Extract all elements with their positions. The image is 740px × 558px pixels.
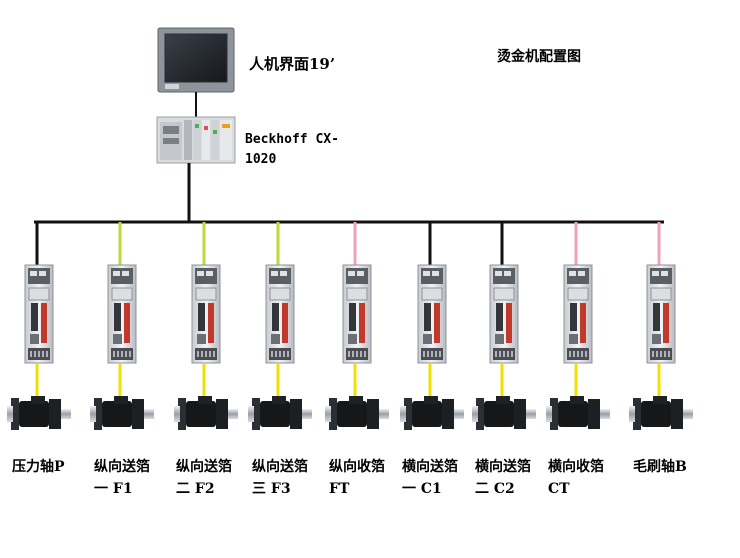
servo-motor: [90, 396, 154, 430]
axis-4: [248, 222, 312, 430]
axis-label: 横向送箔二 C2: [475, 458, 531, 498]
axis-label-line1: 纵向送箔: [94, 459, 150, 475]
axis-1: [7, 222, 71, 430]
servo-motor: [546, 396, 610, 430]
servo-motor: [174, 396, 238, 430]
axis-label-line1: 纵向送箔: [252, 459, 308, 475]
axis-label: 纵向送箔三 F3: [252, 458, 308, 498]
controller-label-line1: Beckhoff CX-: [245, 132, 339, 147]
axis-label-line1: 纵向送箔: [176, 459, 232, 475]
axis-label-line1: 横向送箔: [402, 459, 458, 475]
axis-9: [629, 222, 693, 430]
servo-motor: [7, 396, 71, 430]
axis-label: 横向收箔 CT: [548, 458, 604, 498]
axis-label-line1: 毛刷轴B: [633, 459, 687, 475]
axis-label-line2: 一 C1: [402, 481, 442, 497]
axis-label-line1: 横向收箔: [548, 459, 604, 475]
servo-drive: [265, 264, 295, 364]
servo-drive: [107, 264, 137, 364]
axis-label-line2: 三 F3: [252, 481, 291, 497]
servo-drive: [24, 264, 54, 364]
controller-device: [156, 116, 236, 164]
servo-drive: [563, 264, 593, 364]
servo-motor: [400, 396, 464, 430]
axis-label-line1: 横向送箔: [475, 459, 531, 475]
diagram-title: 烫金机配置图: [497, 49, 581, 65]
axis-2: [90, 222, 154, 430]
servo-drive: [191, 264, 221, 364]
hmi-panel: [157, 27, 235, 93]
servo-drive: [417, 264, 447, 364]
controller-label: Beckhoff CX- 1020: [245, 130, 339, 170]
servo-drive: [489, 264, 519, 364]
servo-drive: [646, 264, 676, 364]
axis-5: [325, 222, 389, 430]
servo-drive: [342, 264, 372, 364]
servo-motor: [472, 396, 536, 430]
axis-label: 纵向收箔 FT: [329, 458, 385, 498]
axis-label: 压力轴P: [12, 458, 65, 480]
axis-label-line2: CT: [548, 481, 570, 497]
axis-label-line2: 二 C2: [475, 481, 515, 497]
axis-label-line2: 一 F1: [94, 481, 133, 497]
axis-label-line1: 压力轴P: [12, 459, 65, 475]
servo-motor: [325, 396, 389, 430]
hmi-label: 人机界面19’: [249, 55, 336, 73]
axis-label: 纵向送箔二 F2: [176, 458, 232, 498]
axis-label: 毛刷轴B: [633, 458, 687, 480]
servo-motor: [248, 396, 312, 430]
axis-8: [546, 222, 610, 430]
servo-motor: [629, 396, 693, 430]
axis-label-line2: FT: [329, 481, 350, 497]
controller-label-line2: 1020: [245, 152, 277, 167]
axis-label: 横向送箔一 C1: [402, 458, 458, 498]
axis-6: [400, 222, 464, 430]
axis-7: [472, 222, 536, 430]
axis-label-line2: 二 F2: [176, 481, 215, 497]
axis-label: 纵向送箔一 F1: [94, 458, 150, 498]
axis-label-line1: 纵向收箔: [329, 459, 385, 475]
axis-3: [174, 222, 238, 430]
